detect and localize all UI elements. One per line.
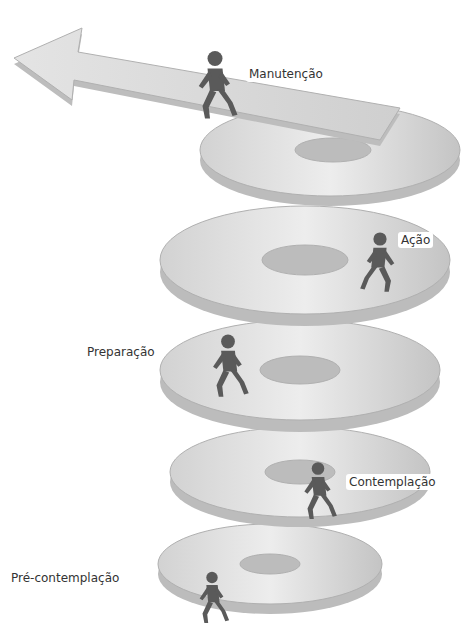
stage-label: Preparação: [84, 344, 158, 360]
stage-label: Contemplação: [346, 474, 439, 490]
stage-label: Manutenção: [246, 66, 326, 82]
stage-label: Ação: [398, 232, 433, 248]
stage-label: Pré-contemplação: [8, 570, 122, 586]
